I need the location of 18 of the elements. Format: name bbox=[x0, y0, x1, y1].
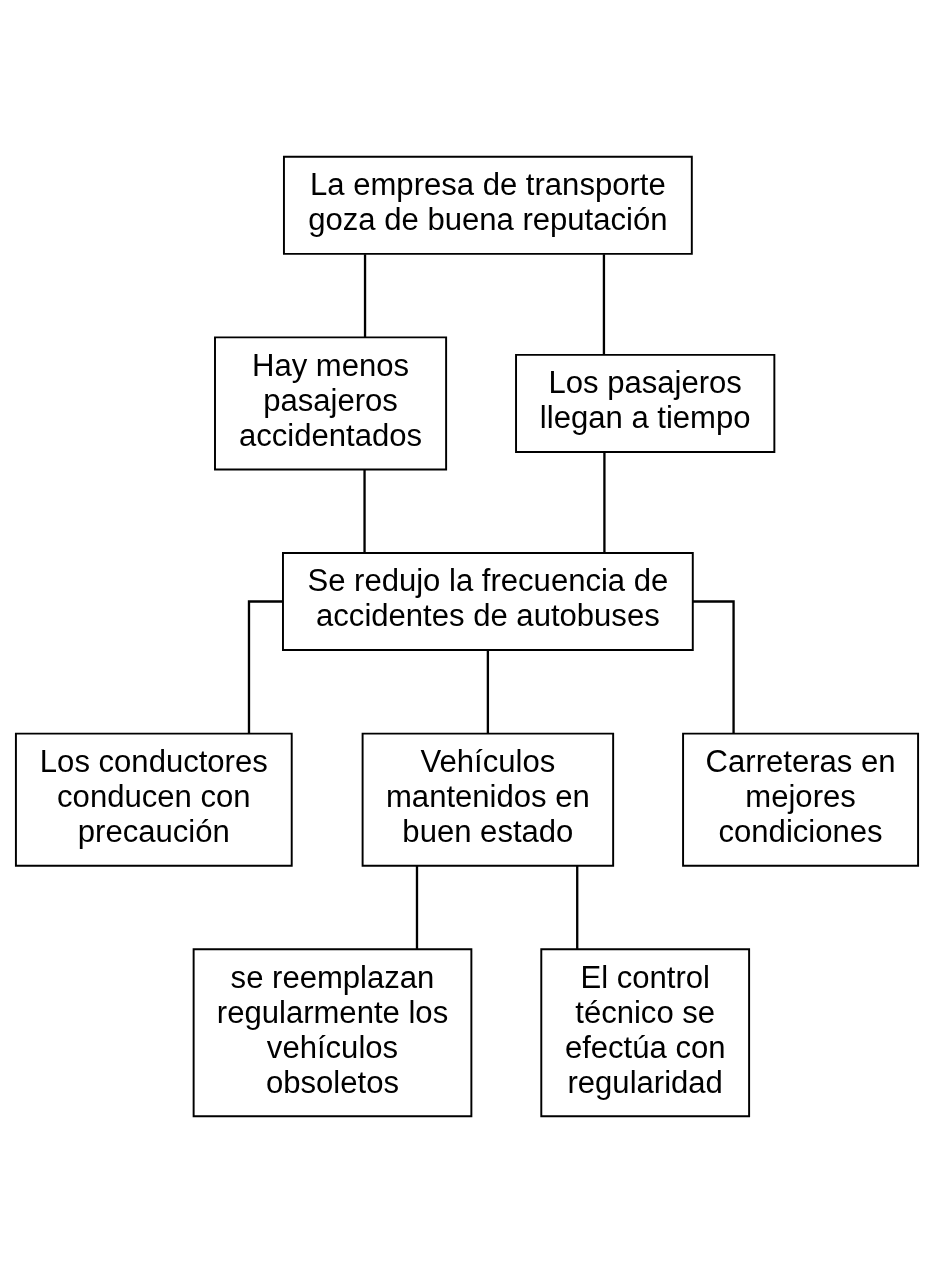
node-box: Los pasajeros llegan a tiempo bbox=[515, 353, 776, 453]
connector bbox=[603, 451, 606, 552]
node-box: Hay menos pasajeros accidentados bbox=[214, 335, 448, 470]
node-box: El control técnico se efectúa con regularidad bbox=[540, 947, 751, 1117]
connector bbox=[602, 253, 606, 354]
connector bbox=[363, 469, 366, 552]
node-box: Los conductores conducen con precaución bbox=[14, 732, 293, 867]
connector bbox=[415, 865, 419, 949]
node-box: Carreteras en mejores condiciones bbox=[682, 732, 920, 867]
connector bbox=[486, 650, 490, 733]
node-box: Se redujo la frecuencia de accidentes de autobuses bbox=[282, 551, 694, 651]
node-box: se reemplazan regularmente los vehículos obsoletos bbox=[192, 947, 473, 1117]
connector bbox=[247, 599, 283, 733]
connector bbox=[363, 253, 367, 337]
connector bbox=[693, 599, 735, 733]
node-box: La empresa de transporte goza de buena reputación bbox=[282, 155, 693, 255]
connector bbox=[576, 865, 579, 949]
node-box: Vehículos mantenidos en buen estado bbox=[361, 732, 615, 867]
